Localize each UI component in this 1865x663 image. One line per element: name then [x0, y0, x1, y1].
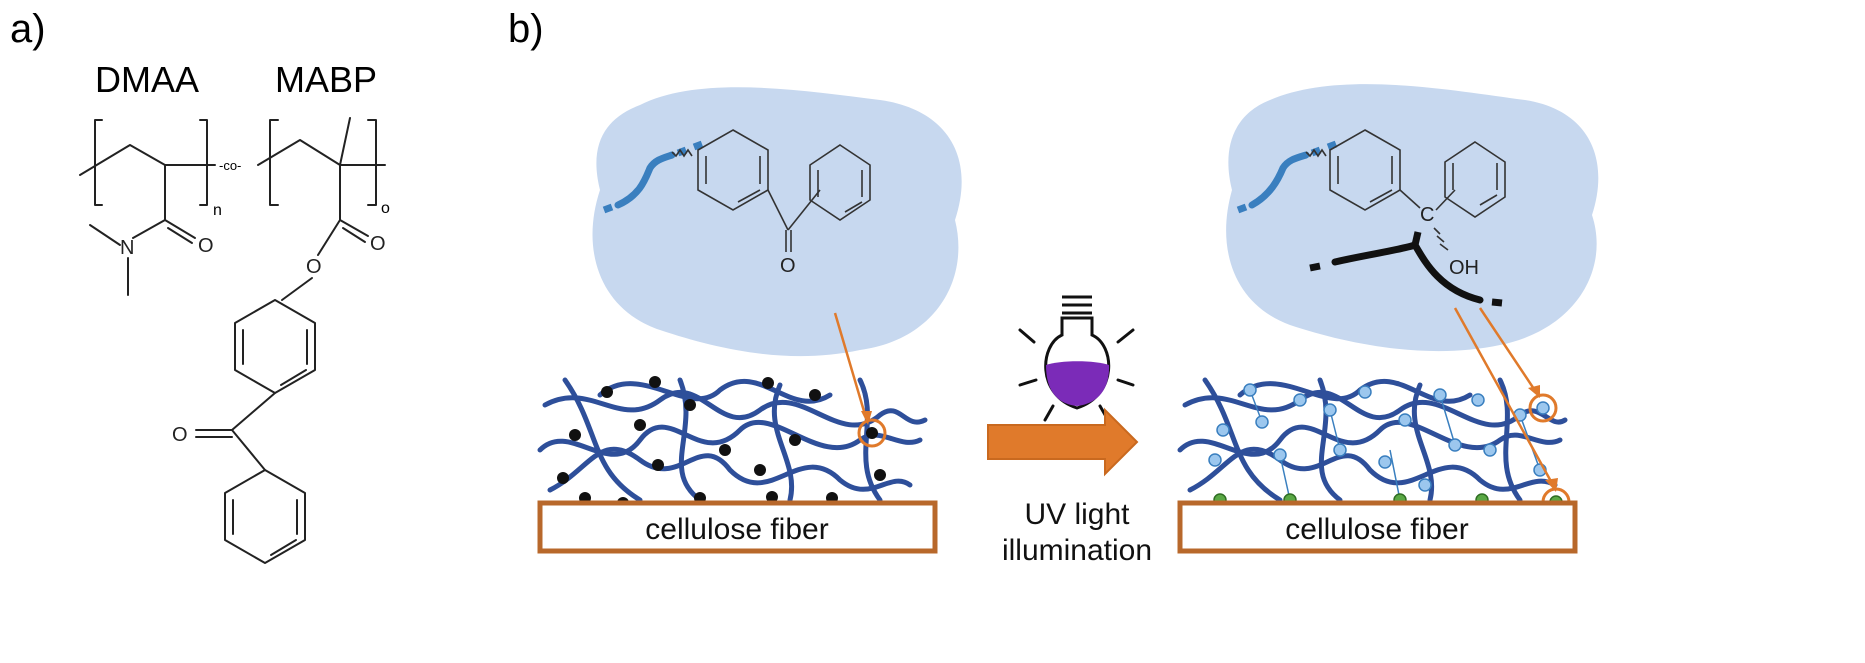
panel-b: b) O	[508, 7, 1599, 567]
right-crosslinked-benzophenone: C OH	[1236, 129, 1506, 307]
right-fiber-label: cellulose fiber	[1285, 513, 1468, 546]
panel-b-label: b)	[508, 7, 544, 51]
left-callout-line	[833, 312, 868, 419]
left-polymer-blob	[592, 87, 962, 357]
right-polymer-blob	[1226, 84, 1599, 352]
process-line1: UV light	[1024, 498, 1130, 531]
subscript-n: n	[213, 202, 222, 219]
right-cellulose-fiber	[1177, 500, 1578, 554]
mabp-carbonyl-oxygen: O	[370, 233, 386, 255]
mabp-structure: O O o O	[172, 117, 390, 564]
right-callout-line-2	[1453, 307, 1555, 486]
right-highlight-circle-network	[1528, 393, 1558, 423]
mabp-label: MABP	[275, 59, 377, 100]
right-polymer-network	[1177, 377, 1568, 503]
panel-a: a) DMAA MABP O N n -co-	[10, 7, 390, 564]
panel-a-label: a)	[10, 7, 46, 51]
left-cellulose-fiber	[537, 500, 938, 554]
dmaa-carbonyl-oxygen: O	[198, 235, 214, 257]
left-benzophenone: O	[602, 129, 871, 277]
uv-lamp-icon	[1018, 295, 1135, 422]
arrow-right-icon	[987, 407, 1139, 477]
dmaa-structure: O N n -co-	[79, 119, 241, 296]
dmaa-label: DMAA	[95, 59, 199, 100]
dmaa-nitrogen: N	[120, 237, 134, 259]
mabp-ketone-oxygen: O	[172, 424, 188, 446]
right-callout-line-1	[1478, 307, 1538, 393]
left-highlight-circle	[857, 418, 887, 448]
process-line2: illumination	[1002, 534, 1152, 567]
subscript-o: o	[381, 200, 390, 217]
mabp-ester-oxygen: O	[306, 256, 322, 278]
copolymer-link: -co-	[219, 158, 241, 173]
left-polymer-network	[537, 377, 928, 503]
right-hydroxyl: OH	[1449, 257, 1479, 279]
left-ketone-oxygen: O	[780, 255, 796, 277]
left-callout-arrowhead	[861, 411, 872, 425]
right-callout-arrowhead-2	[1545, 478, 1558, 492]
left-fiber-label: cellulose fiber	[645, 513, 828, 546]
right-callout-arrowhead-1	[1528, 385, 1540, 398]
right-carbon-atom: C	[1420, 204, 1434, 226]
